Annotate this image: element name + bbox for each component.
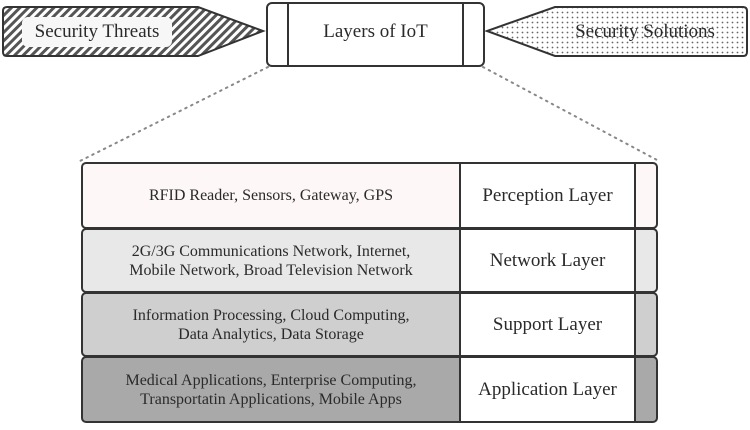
layer-description-line: 2G/3G Communications Network, Internet,	[131, 242, 411, 260]
layer-description: Information Processing, Cloud Computing,…	[82, 293, 460, 356]
iot-title-box	[266, 2, 485, 67]
layer-description-line: Transportatin Applications, Mobile Apps	[140, 390, 402, 408]
layer-name: Network Layer	[489, 249, 606, 271]
layer-network: 2G/3G Communications Network, Internet, …	[82, 229, 657, 292]
layer-description: 2G/3G Communications Network, Internet, …	[82, 229, 460, 292]
layer-name: Perception Layer	[482, 184, 613, 206]
layer-name-cell	[459, 228, 636, 293]
security-solutions-label: Security Solutions	[575, 21, 715, 42]
iot-title: Layers of IoT	[323, 21, 428, 42]
layer-name-cell	[459, 292, 636, 357]
layer-support: Information Processing, Cloud Computing,…	[82, 293, 657, 356]
layer-name-cell	[459, 356, 636, 423]
layer-description-line: Information Processing, Cloud Computing,	[132, 306, 410, 324]
layer-description: Medical Applications, Enterprise Computi…	[82, 357, 460, 422]
layer-perception: RFID Reader, Sensors, Gateway, GPS Perce…	[82, 163, 657, 228]
layer-description-line: Medical Applications, Enterprise Computi…	[125, 371, 417, 389]
layer-description-line: Data Analytics, Data Storage	[178, 325, 364, 343]
layer-description-line: Mobile Network, Broad Television Network	[129, 261, 413, 279]
projection-line-left	[79, 66, 269, 162]
layer-name: Application Layer	[478, 378, 617, 400]
layer-application: Medical Applications, Enterprise Computi…	[82, 357, 657, 422]
layer-name-cell	[459, 162, 636, 229]
layer-name: Support Layer	[492, 313, 603, 335]
security-threats-label: Security Threats	[22, 17, 172, 47]
layer-description: RFID Reader, Sensors, Gateway, GPS	[148, 187, 394, 204]
security-solutions-arrow	[484, 6, 748, 57]
projection-line-right	[482, 66, 658, 161]
